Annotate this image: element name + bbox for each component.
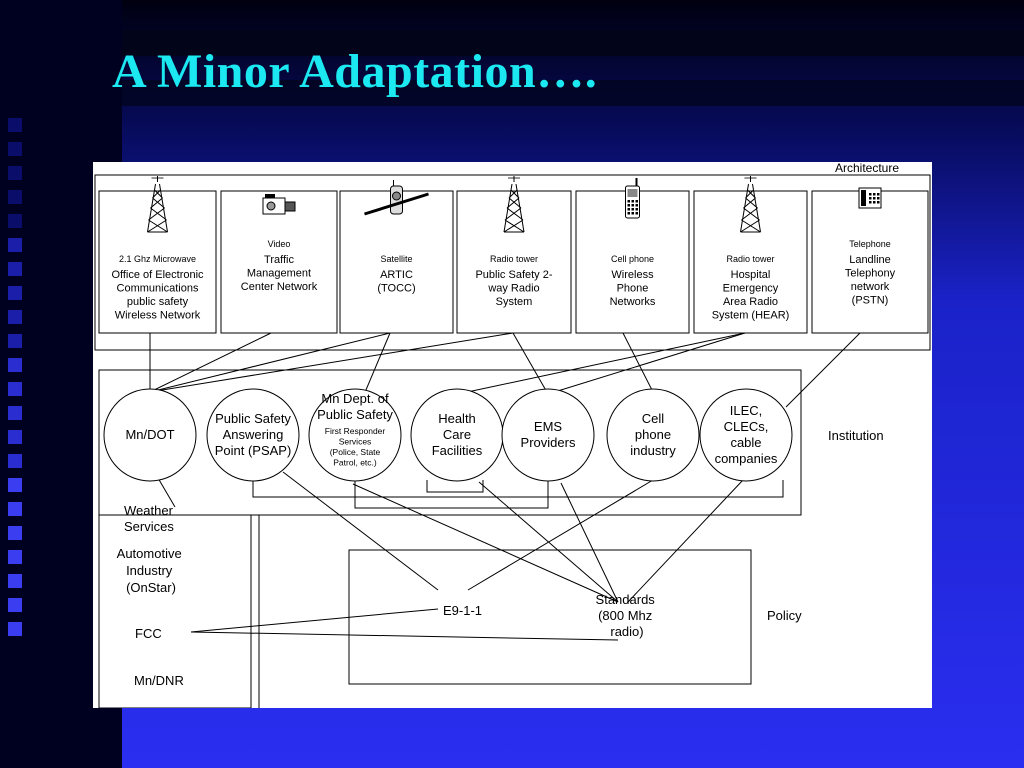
decorative-square [8, 190, 22, 204]
automotive-industry-label: Automotive Industry (OnStar) [117, 546, 186, 595]
decorative-square [8, 214, 22, 228]
telephone-icon [858, 187, 882, 209]
policy-frame [348, 549, 752, 685]
decorative-square [8, 478, 22, 492]
decorative-square [8, 502, 22, 516]
decorative-square [8, 574, 22, 588]
decorative-square [8, 598, 22, 612]
institution-node: Mn/DOT [103, 388, 197, 482]
decorative-square [8, 334, 22, 348]
decorative-square [8, 166, 22, 180]
architecture-frame [94, 174, 931, 351]
header-band [122, 80, 1024, 106]
decorative-square [8, 358, 22, 372]
e911-label: E9-1-1 [443, 603, 482, 618]
standards-label: Standards (800 Mhz radio) [596, 592, 659, 639]
satellite-icon [364, 180, 429, 216]
cell-phone-icon [625, 178, 640, 219]
institution-label: Institution [828, 428, 884, 443]
policy-label: Policy [767, 608, 802, 623]
decorative-square [8, 262, 22, 276]
architecture-label: Architecture [835, 162, 899, 175]
connection-lines [149, 332, 861, 641]
mn-dnr-label: Mn/DNR [134, 673, 184, 688]
decorative-square [8, 310, 22, 324]
decorative-square [8, 382, 22, 396]
slide-title: A Minor Adaptation…. [112, 45, 598, 98]
architecture-box-caption: Video [268, 239, 291, 249]
decorative-square [8, 454, 22, 468]
decorative-square [8, 118, 22, 132]
architecture-box-caption: Telephone [849, 239, 891, 249]
architecture-box-caption: 2.1 Ghz Microwave [119, 254, 196, 264]
architecture-box-label: ARTIC(TOCC) [377, 269, 415, 295]
decorative-square [8, 238, 22, 252]
decorative-square [8, 550, 22, 564]
architecture-box-caption: Radio tower [490, 254, 538, 264]
fcc-label: FCC [135, 626, 162, 641]
institution-label: Mn/DOT [125, 427, 174, 442]
architecture-box-caption: Satellite [380, 254, 412, 264]
decorative-square [8, 286, 22, 300]
video-camera-icon [262, 194, 296, 215]
decorative-square [8, 142, 22, 156]
weather-services-label: Weather Services [124, 503, 177, 534]
institution-bracket [252, 480, 784, 498]
decorative-square [8, 430, 22, 444]
decorative-square [8, 406, 22, 420]
architecture-box-caption: Radio tower [726, 254, 774, 264]
decorative-square [8, 526, 22, 540]
decorative-square [8, 622, 22, 636]
header-band [122, 30, 1024, 56]
architecture-box-caption: Cell phone [611, 254, 654, 264]
decorative-squares [8, 118, 26, 646]
